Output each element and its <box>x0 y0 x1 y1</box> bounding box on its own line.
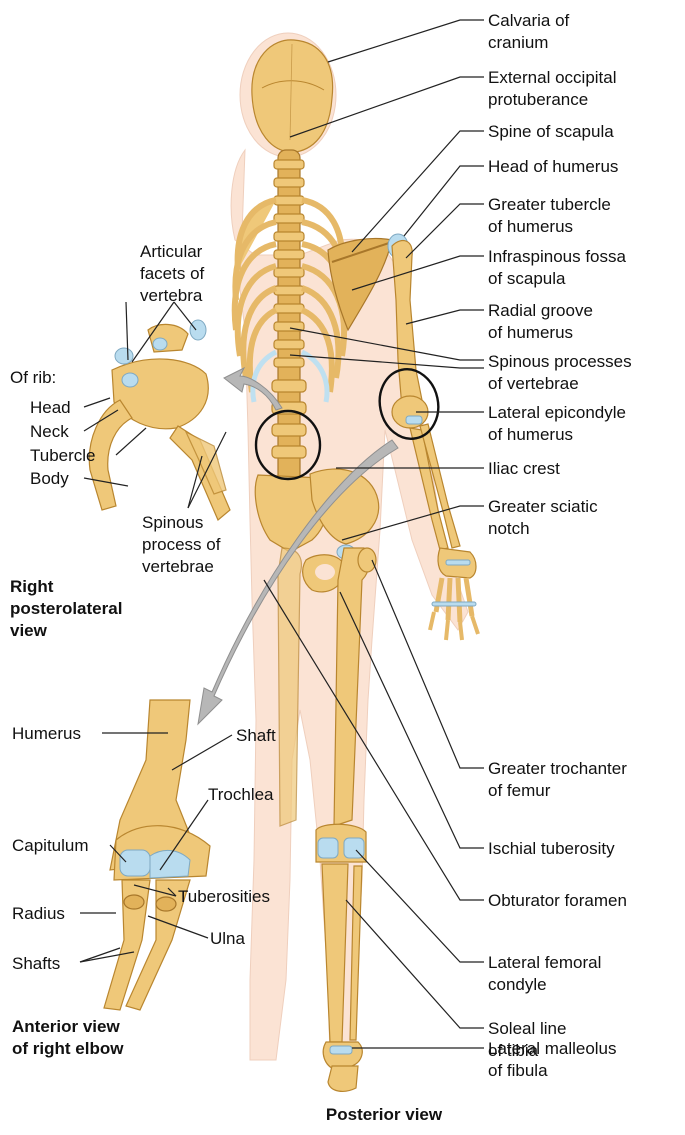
vertebra-inset <box>89 320 230 520</box>
label-trochlea: Trochlea <box>208 785 274 804</box>
label-shafts: Shafts <box>12 954 60 973</box>
label-rib-head: Head <box>30 398 71 417</box>
label-head-humerus: Head of humerus <box>488 157 618 176</box>
label-obturator: Obturator foramen <box>488 891 627 910</box>
skull <box>252 40 333 152</box>
label-of-rib: Of rib: <box>10 368 56 387</box>
label-spine-scapula: Spine of scapula <box>488 122 614 141</box>
title-posterior-view: Posterior view <box>326 1105 443 1124</box>
label-ulna: Ulna <box>210 929 246 948</box>
label-iliac-crest: Iliac crest <box>488 459 560 478</box>
label-ischial-tuberosity: Ischial tuberosity <box>488 839 615 858</box>
label-tuberosities: Tuberosities <box>178 887 270 906</box>
label-rib-tubercle: Tubercle <box>30 446 96 465</box>
label-humerus: Humerus <box>12 724 81 743</box>
label-rib-body: Body <box>30 469 69 488</box>
label-rib-neck: Neck <box>30 422 69 441</box>
label-radius: Radius <box>12 904 65 923</box>
label-shaft: Shaft <box>236 726 276 745</box>
label-capitulum: Capitulum <box>12 836 89 855</box>
